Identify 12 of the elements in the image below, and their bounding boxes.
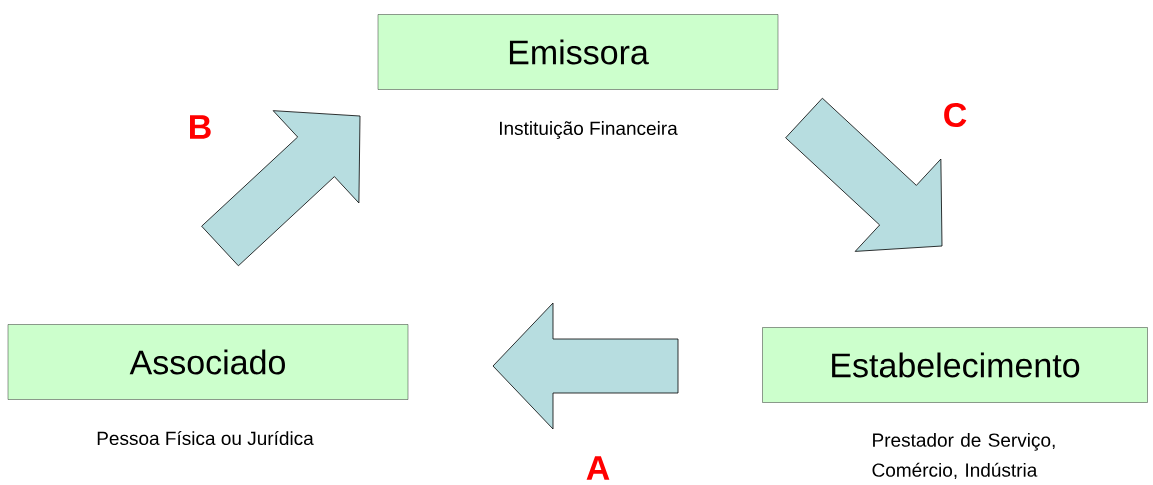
process-box: Associado	[7, 324, 409, 400]
process-box: Emissora	[377, 14, 779, 90]
block-arrow	[201, 110, 361, 267]
edge-label: C	[941, 101, 969, 129]
block-arrow	[785, 97, 943, 252]
edge-label: B	[186, 114, 214, 140]
block-arrow	[492, 302, 679, 430]
node-caption: Prestador de Serviço, Comércio, Indústria	[872, 432, 1055, 480]
edge-label: A	[584, 455, 612, 481]
node-caption: Pessoa Física ou Jurídica	[97, 430, 314, 446]
process-box: Estabelecimento	[762, 327, 1148, 403]
node-caption: Instituição Financeira	[500, 121, 678, 139]
